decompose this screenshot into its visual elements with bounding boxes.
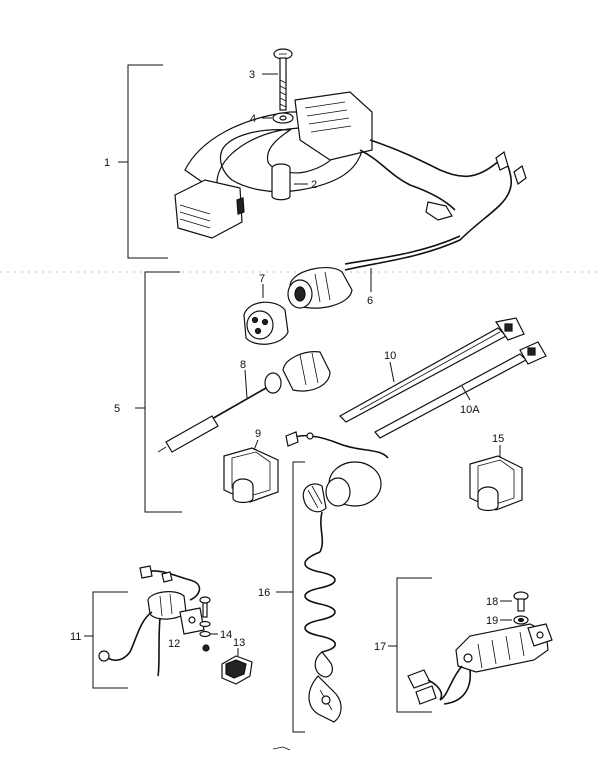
magneto-wire-a <box>359 149 456 211</box>
callout-11: 11 <box>70 631 81 643</box>
screw-14 <box>199 596 211 652</box>
callout-13: 13 <box>233 637 245 649</box>
callout-5: 5 <box>114 403 120 415</box>
lead-wire-6b <box>344 235 461 265</box>
washer-4 <box>272 112 294 124</box>
terminal-b <box>495 150 509 171</box>
callout-6: 6 <box>367 295 373 307</box>
collar-2 <box>271 163 291 201</box>
callout-16: 16 <box>258 587 270 599</box>
callout-12: 12 <box>168 638 180 650</box>
group-16-bracket <box>292 461 305 733</box>
callout-14: 14 <box>220 629 232 641</box>
bracket-12 <box>179 607 205 635</box>
callout-9: 9 <box>255 428 261 440</box>
callout-17: 17 <box>374 641 386 653</box>
group-11-bracket <box>92 591 128 689</box>
magneto-wire-b <box>369 139 501 178</box>
scan-mark <box>272 746 291 751</box>
terminal-a <box>425 201 453 221</box>
callout-4: 4 <box>250 113 256 125</box>
callout-18: 18 <box>486 596 498 608</box>
washer-19 <box>513 615 529 625</box>
group-1-brackets <box>118 64 168 259</box>
connector-assembly-17 <box>407 623 553 705</box>
lead-wire-6 <box>344 239 461 271</box>
switch-assembly-11 <box>98 565 201 677</box>
grommet-15 <box>469 455 523 512</box>
group-17-bracket <box>396 577 432 713</box>
screw-18 <box>513 591 529 612</box>
connector-6 <box>287 266 353 309</box>
callout-3: 3 <box>249 69 255 81</box>
screw-3 <box>273 48 293 111</box>
callout-10: 10 <box>384 350 396 362</box>
stop-switch-16 <box>285 431 389 723</box>
callout-8: 8 <box>240 359 246 371</box>
callout-19: 19 <box>486 615 498 627</box>
callout-10a: 10A <box>460 404 480 416</box>
magneto-wire-c <box>459 165 512 241</box>
callout-1: 1 <box>104 157 110 169</box>
callout-7: 7 <box>259 273 265 285</box>
callout-2: 2 <box>311 179 317 191</box>
magneto-unit <box>174 91 373 239</box>
connector-cap-7 <box>243 301 289 345</box>
callout-15: 15 <box>492 433 504 445</box>
terminal-c <box>513 165 527 185</box>
cover-13 <box>221 655 253 685</box>
cable-tie-10 <box>339 317 525 423</box>
grommet-9 <box>223 447 279 504</box>
group-5-brackets <box>135 271 182 513</box>
cable-tie-10a <box>374 341 547 439</box>
connector-lead-8 <box>157 351 331 453</box>
